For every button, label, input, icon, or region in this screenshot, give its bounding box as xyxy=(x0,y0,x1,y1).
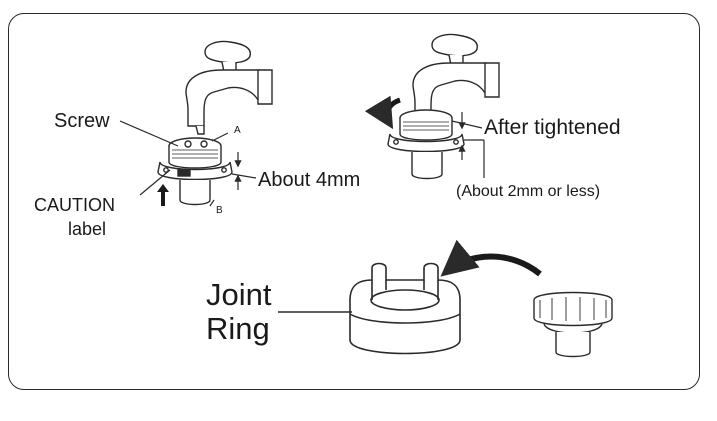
about-2mm-label: (About 2mm or less) xyxy=(456,183,601,200)
insert-arrow-icon xyxy=(440,239,542,277)
water-inlet-connector-icon-small xyxy=(533,291,613,358)
joint-ring-icon xyxy=(349,262,461,355)
point-b-label: B xyxy=(216,205,223,216)
faucet-icon-right xyxy=(412,33,500,117)
water-inlet-connector-icon-right xyxy=(387,109,465,180)
about-4mm-label: About 4mm xyxy=(258,169,361,191)
screw-label: Screw xyxy=(54,110,110,132)
caution-label-line2: label xyxy=(68,219,107,239)
point-a-label: A xyxy=(234,125,241,136)
up-arrow-icon xyxy=(157,184,169,206)
caution-label-line1: CAUTION xyxy=(34,195,115,215)
joint-ring-label-line1: Joint xyxy=(206,277,272,312)
left-leaders xyxy=(119,120,257,207)
joint-ring-label-line2: Ring xyxy=(206,311,270,346)
right-leaders xyxy=(451,112,485,178)
faucet-icon-left xyxy=(185,40,273,135)
rotate-arrow-icon xyxy=(364,95,401,130)
after-tightened-label: After tightened xyxy=(484,116,621,139)
water-inlet-connector-icon-left xyxy=(157,137,233,206)
